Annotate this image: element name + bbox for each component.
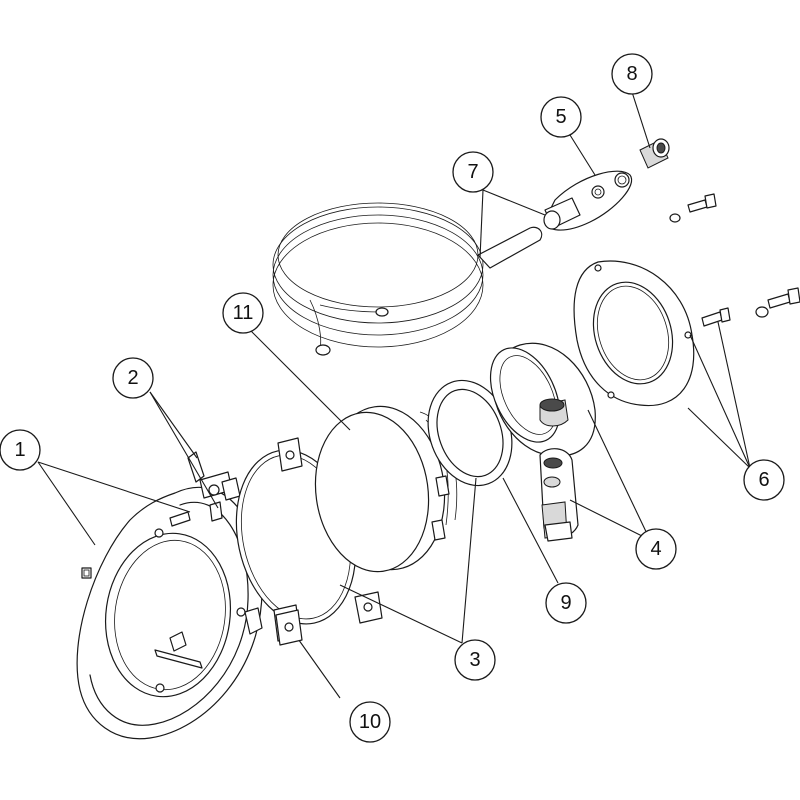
- callout-label: 11: [233, 302, 254, 324]
- callout-label: 1: [14, 439, 25, 461]
- part-seal-ring: [427, 379, 513, 487]
- callout-label: 2: [127, 367, 138, 389]
- callout-3: 3: [454, 639, 496, 681]
- part-fitting-nut: [639, 138, 670, 169]
- callout-5: 5: [540, 96, 582, 138]
- callout-6: 6: [743, 459, 785, 501]
- part-front-trim-ring: [76, 486, 263, 740]
- callout-label: 10: [359, 711, 381, 733]
- callout-label: 9: [560, 592, 571, 614]
- callout-9: 9: [545, 582, 587, 624]
- callout-label: 7: [467, 161, 478, 183]
- leader-lines: [37, 91, 751, 699]
- callout-1: 1: [0, 429, 41, 471]
- callout-label: 8: [626, 63, 637, 85]
- callout-2: 2: [112, 357, 154, 399]
- part-rear-plate: [573, 260, 695, 407]
- callout-label: 3: [469, 649, 480, 671]
- part-mounting-clip: [275, 609, 303, 646]
- callout-label: 6: [758, 469, 769, 491]
- callout-11: 11: [222, 292, 264, 334]
- part-lamp-lens: [314, 405, 458, 573]
- callout-7: 7: [452, 151, 494, 193]
- callout-label: 5: [555, 106, 566, 128]
- part-lamp-housing: [489, 342, 596, 542]
- callout-8: 8: [611, 53, 653, 95]
- part-gland-plate: [543, 170, 633, 231]
- callout-4: 4: [635, 528, 677, 570]
- part-cable-coil: [272, 202, 543, 356]
- callout-10: 10: [349, 701, 391, 743]
- callout-label: 4: [650, 538, 661, 560]
- part-screw-set: [669, 193, 800, 327]
